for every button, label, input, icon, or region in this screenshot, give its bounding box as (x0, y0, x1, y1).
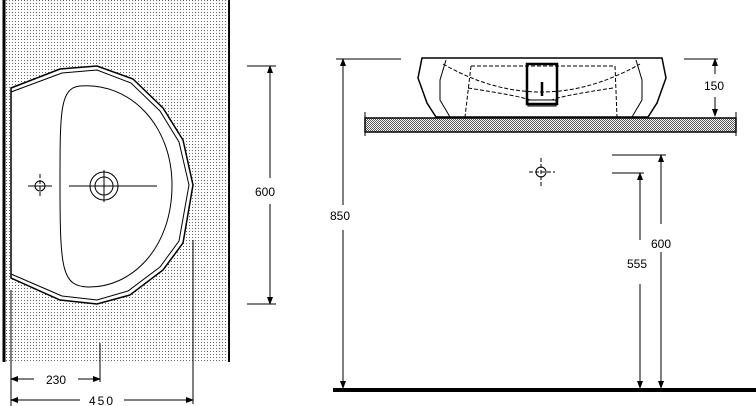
basin-outline (10, 65, 194, 305)
waste-outlet-icon (529, 158, 555, 186)
dim-label-600-plan: 600 (255, 185, 275, 199)
countertop (364, 117, 737, 133)
dim-label-555: 555 (627, 257, 647, 271)
basin-rim-inner (10, 69, 190, 301)
dim-label-850: 850 (330, 209, 350, 223)
plan-view: 600 230 450 (2, 0, 276, 406)
dim-label-230: 230 (46, 373, 66, 387)
dim-label-150: 150 (704, 79, 724, 93)
basin-elevation (417, 57, 667, 118)
drain-icon (69, 170, 157, 202)
dim-label-450: 450 (89, 394, 115, 406)
basin-bowl (59, 85, 173, 288)
tap-hole-icon (28, 174, 52, 198)
elevation-view: 850 150 600 555 (330, 57, 756, 392)
dim-label-600-elevation: 600 (651, 237, 671, 251)
